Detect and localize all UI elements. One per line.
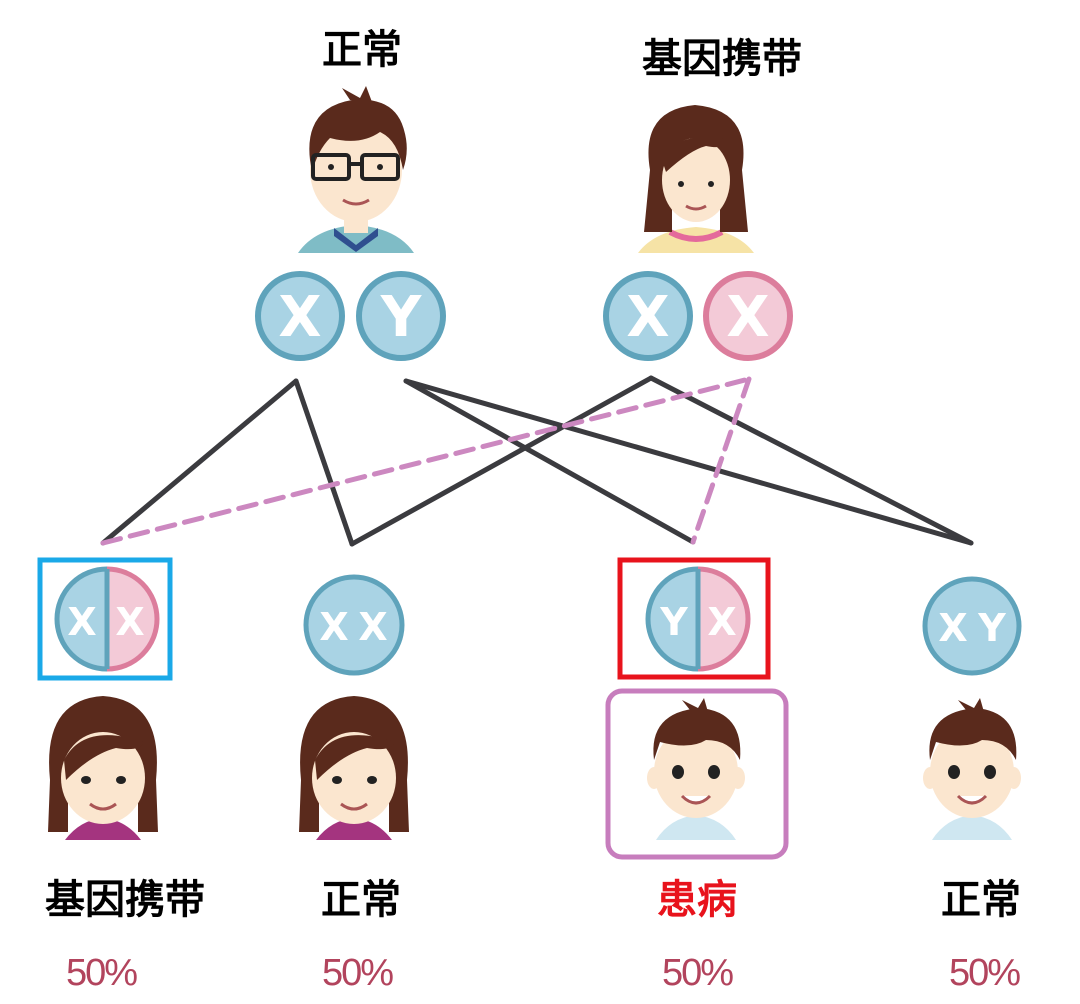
svg-text:X: X (626, 285, 669, 350)
child-3-chromosomes: Y X (645, 566, 751, 672)
father-avatar (298, 86, 414, 253)
father-chromosome-x: X (255, 271, 345, 361)
line-mother-x-to-child-2 (349, 375, 654, 547)
line-father-y-to-child-3 (403, 378, 696, 545)
child-4-avatar (923, 698, 1021, 840)
child-4-chromosome-right: Y (977, 606, 1006, 650)
child-3-highlight-box (617, 557, 771, 680)
line-father-x-to-child-1 (100, 378, 299, 546)
mother-label: 基因携带 (642, 35, 802, 82)
child-4-label: 正常 (941, 876, 1021, 923)
mother-chromosome-x-normal: X (603, 271, 693, 361)
father-label: 正常 (322, 26, 402, 73)
child-3-avatar (647, 698, 745, 840)
child-3-label: 患病 (657, 876, 737, 923)
line-mother-x-to-child-4 (648, 375, 974, 546)
child-2-label: 正常 (321, 876, 401, 923)
mother-avatar (638, 105, 754, 253)
child-1-highlight-box (37, 557, 173, 681)
line-mother-carrier-to-child-1 (100, 376, 752, 546)
child-1-avatar (48, 696, 158, 840)
line-father-y-to-child-4 (403, 378, 974, 546)
svg-text:X: X (726, 285, 769, 350)
child-3-percent: 50% (662, 952, 733, 994)
child-3-avatar-frame (605, 688, 789, 860)
child-1-chromosome-left: X (67, 600, 96, 644)
child-3-chromosome-left: Y (659, 600, 688, 644)
child-1-label: 基因携带 (45, 876, 205, 923)
line-father-x-to-child-2 (293, 378, 355, 547)
child-2-chromosome-left: X (319, 605, 348, 649)
child-2-avatar (299, 696, 409, 840)
child-2-chromosome-right: X (358, 605, 387, 649)
child-4-chromosomes: X Y (922, 576, 1022, 676)
child-3-chromosome-right: X (707, 600, 736, 644)
child-4-chromosome-left: X (938, 606, 967, 650)
line-mother-carrier-to-child-3 (690, 376, 752, 545)
child-4-percent: 50% (949, 952, 1020, 994)
child-2-percent: 50% (322, 952, 393, 994)
inheritance-lines (100, 375, 974, 547)
svg-text:Y: Y (380, 285, 423, 350)
mother-chromosome-x-carrier: X (703, 271, 793, 361)
child-1-percent: 50% (66, 952, 137, 994)
child-2-chromosomes: X X (303, 574, 405, 676)
father-chromosome-y: Y (356, 271, 446, 361)
child-1-chromosomes: X X (54, 566, 160, 672)
svg-text:X: X (278, 285, 321, 350)
child-1-chromosome-right: X (115, 600, 144, 644)
